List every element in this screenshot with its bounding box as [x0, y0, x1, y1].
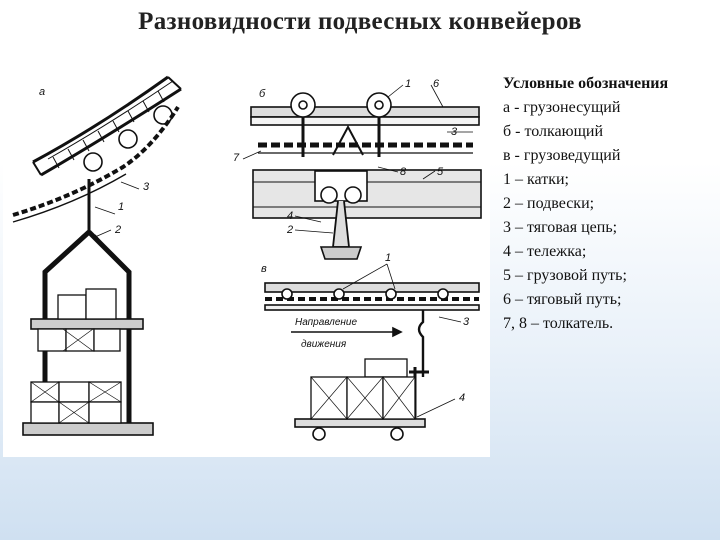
legend-title: Условные обозначения — [503, 75, 669, 92]
legend: Условные обозначения а - грузонесущий б … — [503, 72, 718, 336]
panel-a-drawing — [12, 75, 182, 436]
legend-item-b: б - толкающий — [503, 123, 604, 140]
label-b-7: 7 — [233, 152, 240, 164]
panel-a-label: а — [39, 86, 45, 98]
label-b-2: 2 — [286, 224, 293, 236]
label-b-6: 6 — [433, 78, 440, 90]
panel-c-drawing — [264, 263, 480, 441]
label-b-3: 3 — [451, 126, 458, 138]
label-a-3: 3 — [143, 181, 150, 193]
slide-title: Разновидности подвесных конвейеров — [138, 8, 582, 35]
legend-item-a: а - грузонесущий — [503, 99, 621, 116]
legend-item-2: 2 – подвески; — [503, 195, 595, 212]
label-b-8: 8 — [400, 166, 407, 178]
panel-c-label: в — [261, 263, 267, 275]
conveyor-diagram-svg: а 1 2 3 б 1 6 3 7 8 5 4 2 — [12, 75, 482, 441]
label-a-2: 2 — [114, 224, 121, 236]
legend-item-5: 5 – грузовой путь; — [503, 267, 627, 284]
label-c-1: 1 — [385, 252, 391, 264]
legend-item-7-8: 7, 8 – толкатель. — [503, 315, 614, 332]
legend-item-4: 4 – тележка; — [503, 243, 587, 260]
legend-item-1: 1 – катки; — [503, 171, 569, 188]
label-b-5: 5 — [437, 166, 444, 178]
conveyor-diagram: а 1 2 3 б 1 6 3 7 8 5 4 2 — [3, 67, 490, 457]
panel-b-drawing — [242, 84, 482, 260]
legend-item-c: в - грузоведущий — [503, 147, 621, 164]
legend-item-3: 3 – тяговая цепь; — [503, 219, 618, 236]
label-a-1: 1 — [118, 201, 124, 213]
label-b-1: 1 — [405, 78, 411, 90]
direction-caption-line2: движения — [301, 339, 347, 350]
legend-item-6: 6 – тяговый путь; — [503, 291, 622, 308]
direction-caption-line1: Направление — [295, 317, 357, 328]
label-c-3: 3 — [463, 316, 470, 328]
panel-b-label: б — [259, 88, 266, 100]
label-c-4: 4 — [459, 392, 465, 404]
label-b-4: 4 — [287, 210, 293, 222]
